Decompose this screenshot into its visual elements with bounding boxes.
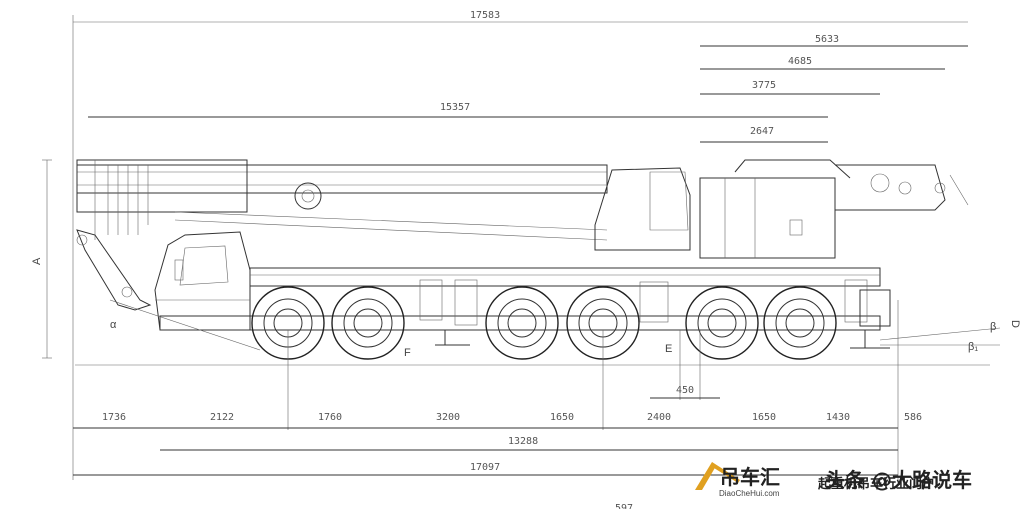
dim-5633: 5633 <box>815 34 839 45</box>
author-handle: 头条 @大路说车 <box>825 468 972 492</box>
top-dimensions: 17583 5633 4685 3775 15357 2647 <box>73 10 968 143</box>
dim-3775: 3775 <box>752 80 776 91</box>
wheel-5 <box>685 286 759 360</box>
dim-seg-4: 3200 <box>436 412 460 423</box>
dim-cut-off: 597 <box>615 503 633 509</box>
dim-seg-8: 1430 <box>826 412 850 423</box>
dim-2647: 2647 <box>750 126 774 137</box>
label-e: E <box>665 343 672 355</box>
tagline: 起重机吊车行业门户 <box>817 476 935 492</box>
brand-url: DiaoCheHui.com <box>719 489 780 498</box>
carrier-cab <box>154 231 251 331</box>
watermark: 吊车汇 DiaoCheHui.com 起重机吊车行业门户 头条 @大路说车 <box>695 462 972 498</box>
dim-seg-5: 1650 <box>550 412 574 423</box>
outrigger-pads <box>435 330 890 349</box>
superstructure <box>594 159 969 259</box>
ground-lines <box>75 299 1001 366</box>
boom <box>76 159 608 311</box>
label-alpha: α <box>110 319 117 331</box>
dim-seg-6: 2400 <box>647 412 671 423</box>
dim-4685: 4685 <box>788 56 812 67</box>
wheel-2 <box>331 286 405 360</box>
dim-overall-bottom: 17097 <box>470 462 500 473</box>
label-beta1: β₁ <box>968 341 978 353</box>
dim-450: 450 <box>676 385 694 396</box>
dim-overall-top: 17583 <box>470 10 500 21</box>
wheels <box>251 286 837 360</box>
dim-seg-7: 1650 <box>752 412 776 423</box>
dim-seg-9: 586 <box>904 412 922 423</box>
bottom-dimensions: 1736 2122 1760 3200 1650 2400 1650 1430 … <box>73 412 922 509</box>
wheel-3 <box>485 286 559 360</box>
height-dimension: A <box>31 15 74 480</box>
crane-logo-icon <box>695 462 740 490</box>
dim-seg-1: 1736 <box>102 412 126 423</box>
label-beta: β <box>990 321 996 333</box>
label-d: D <box>1009 320 1021 328</box>
label-a: A <box>31 257 43 265</box>
wheel-6 <box>763 286 837 360</box>
brand-name: 吊车汇 <box>720 465 780 489</box>
label-f: F <box>404 347 411 359</box>
chassis <box>159 267 891 331</box>
dim-seg-2: 2122 <box>210 412 234 423</box>
reference-lines <box>287 300 899 480</box>
dim-15357: 15357 <box>440 102 470 113</box>
dim-13288: 13288 <box>508 436 538 447</box>
dim-seg-3: 1760 <box>318 412 342 423</box>
